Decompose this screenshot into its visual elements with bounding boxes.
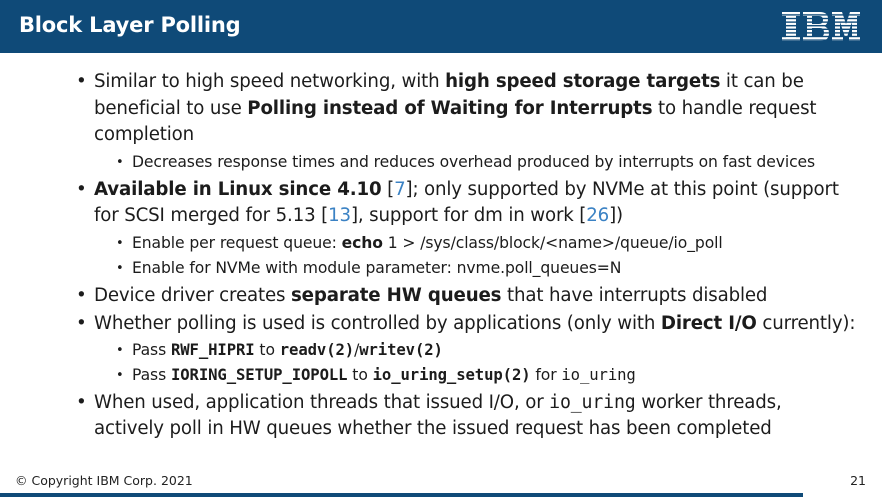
- bold-text: Polling instead of Waiting for Interrupt…: [247, 97, 653, 119]
- text: Similar to high speed networking, with: [94, 71, 446, 92]
- bullet-2: Available in Linux since 4.10 [7]; only …: [76, 177, 856, 281]
- code-text: io_uring: [561, 365, 636, 384]
- bold-text: Available in Linux since 4.10: [94, 178, 382, 200]
- text: that have interrupts disabled: [501, 284, 768, 306]
- text: [: [381, 178, 395, 200]
- bullet-3: Device driver creates separate HW queues…: [76, 283, 856, 310]
- ibm-logo: [782, 12, 860, 41]
- text: Enable for NVMe with module parameter: n…: [132, 258, 622, 277]
- sub-bullet-4-1: Pass RWF_HIPRI to readv(2)/writev(2): [94, 338, 856, 363]
- slide-header: Block Layer Polling: [0, 0, 882, 53]
- footer-bar: [0, 493, 803, 497]
- sub-list: Decreases response times and reduces ove…: [94, 150, 856, 175]
- text: Decreases response times and reduces ove…: [132, 152, 816, 171]
- bold-text: Direct I/O: [660, 313, 757, 334]
- text: for: [530, 365, 562, 384]
- reference-link-13[interactable]: 13: [328, 205, 351, 226]
- text: to: [347, 365, 373, 384]
- text: When used, application threads that issu…: [94, 391, 550, 413]
- text: worker threads, actively poll in HW queu…: [94, 391, 782, 440]
- text: Device driver creates: [94, 284, 291, 306]
- sub-list: Pass RWF_HIPRI to readv(2)/writev(2) Pas…: [94, 338, 856, 388]
- code-text: RWF_HIPRI: [170, 340, 255, 359]
- text: /: [354, 340, 360, 359]
- text: to: [254, 340, 280, 359]
- bullet-5: When used, application threads that issu…: [76, 390, 856, 443]
- text: 1 > /sys/class/block/<name>/queue/io_pol…: [382, 233, 723, 252]
- text: ]; only supported by NVMe at this point …: [94, 178, 839, 227]
- slide-body: Similar to high speed networking, with h…: [76, 69, 856, 443]
- bold-text: separate HW queues: [290, 284, 502, 306]
- bold-text: high speed storage targets: [445, 71, 721, 92]
- sub-bullet-4-2: Pass IORING_SETUP_IOPOLL to io_uring_set…: [94, 363, 856, 388]
- text: currently):: [756, 313, 856, 334]
- bullet-1: Similar to high speed networking, with h…: [76, 69, 856, 175]
- page-number: 21: [850, 473, 866, 488]
- code-text: writev(2): [359, 340, 443, 359]
- code-text: readv(2): [279, 340, 355, 359]
- code-text: io_uring_setup(2): [372, 365, 531, 384]
- reference-link-7[interactable]: 7: [394, 178, 406, 200]
- code-text: io_uring: [549, 391, 636, 413]
- sub-bullet-2-2: Enable for NVMe with module parameter: n…: [94, 256, 856, 281]
- reference-link-26[interactable]: 26: [586, 205, 610, 226]
- text: Enable per request queue:: [132, 233, 342, 252]
- copyright-text: © Copyright IBM Corp. 2021: [15, 473, 193, 488]
- bold-text: echo: [341, 233, 383, 252]
- text: to handle request completion: [94, 97, 817, 146]
- code-text: IORING_SETUP_IOPOLL: [170, 365, 348, 384]
- text: Pass: [132, 365, 171, 384]
- sub-list: Enable per request queue: echo 1 > /sys/…: [94, 231, 856, 281]
- slide-title: Block Layer Polling: [19, 13, 241, 37]
- sub-bullet-1-1: Decreases response times and reduces ove…: [94, 150, 856, 175]
- bullet-4: Whether polling is used is controlled by…: [76, 311, 856, 388]
- text: ], support for dm in work [: [350, 205, 587, 226]
- text: Whether polling is used is controlled by…: [94, 313, 661, 334]
- text: ]): [609, 205, 624, 226]
- bullet-list: Similar to high speed networking, with h…: [76, 69, 856, 443]
- text: it can be beneficial to use: [94, 71, 804, 119]
- text: Pass: [132, 340, 171, 359]
- sub-bullet-2-1: Enable per request queue: echo 1 > /sys/…: [94, 231, 856, 256]
